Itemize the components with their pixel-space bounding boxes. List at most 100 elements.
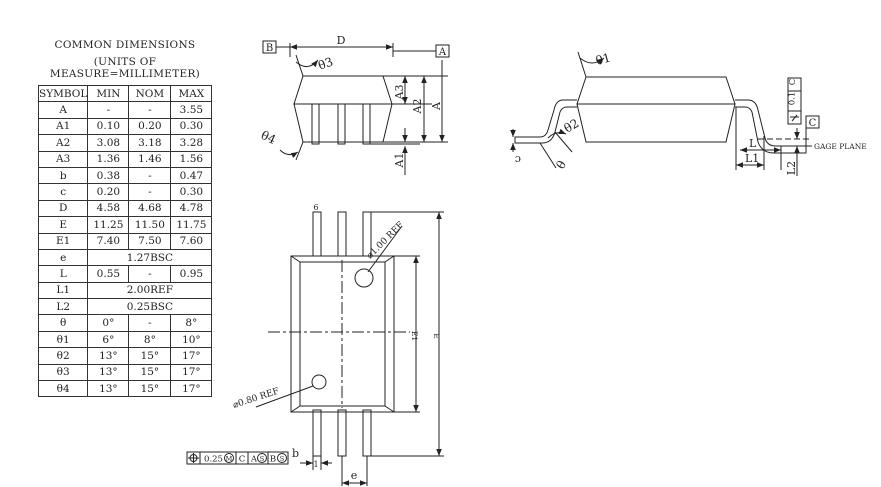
- datum-c-box: [805, 115, 820, 129]
- corner-bl: [290, 405, 301, 413]
- corner-br: [384, 405, 395, 413]
- rfs-circle-icon-1: [257, 453, 267, 463]
- top-lead-6: [312, 211, 322, 257]
- cell-min: 3.08: [87, 134, 130, 152]
- theta3-ref: [295, 54, 304, 77]
- hole-bottom: [311, 374, 327, 390]
- hole-bottom-leader: [255, 385, 314, 408]
- cell-min: 4.58: [87, 199, 130, 218]
- dimensions-title: COMMON DIMENSIONS: [54, 39, 196, 51]
- rfs-circle-icon-2: [277, 453, 287, 463]
- pin-6-label: 6: [313, 203, 318, 212]
- flatness-symbol-icon: [790, 114, 799, 122]
- header-nom: NOM: [128, 84, 172, 103]
- front-view: B D A θ3 θ4 A3 A2 A: [259, 34, 450, 175]
- hole-top-leader: [367, 225, 403, 273]
- header-max: MAX: [170, 84, 213, 103]
- dim-l2-label: L2: [785, 161, 798, 175]
- side-view: θ1 θ2 θ c L L1 L2 GAGE PLANE C C: [510, 51, 867, 176]
- fcf-m: M: [226, 455, 233, 463]
- dim-b-label: b: [292, 447, 299, 460]
- theta1-label: θ1: [594, 51, 612, 68]
- right-lead: [735, 99, 807, 154]
- cell-min: 0.10: [87, 117, 130, 136]
- dim-a1-label: A1: [393, 153, 406, 169]
- hole-top: [354, 268, 374, 288]
- dim-a3-label: A3: [393, 85, 406, 101]
- datum-a-box: [435, 44, 450, 58]
- cell-symbol: θ4: [37, 380, 89, 398]
- lead-3: [362, 103, 371, 145]
- lead-1: [311, 103, 320, 145]
- theta3-label: θ3: [316, 55, 335, 73]
- dim-a-label: A: [430, 101, 443, 111]
- cell-nom: 0.20: [128, 117, 172, 136]
- dim-l-label: L: [749, 137, 757, 150]
- fcf-datum-a: A: [250, 455, 258, 465]
- cell-max: 17°: [170, 363, 213, 382]
- side-body-upper: [576, 76, 736, 105]
- cell-nom: 4.68: [128, 199, 172, 218]
- fcf-s2: S: [280, 455, 284, 463]
- cell-max: 17°: [170, 347, 213, 365]
- theta1-ref: [577, 51, 587, 78]
- cell-max: 7.60: [170, 232, 213, 250]
- top-lead-5: [337, 211, 347, 257]
- cell-symbol: A2: [37, 134, 89, 152]
- cell-max: 0.95: [170, 265, 213, 283]
- theta3-arc: [295, 59, 319, 68]
- cell-symbol: θ2: [37, 347, 89, 365]
- flatness-tol: 0.1: [788, 92, 798, 106]
- fcf-datum-b: B: [270, 455, 276, 465]
- corner-tl: [290, 255, 301, 263]
- cell-symbol: c: [37, 183, 89, 201]
- cell-nom: 15°: [128, 380, 172, 398]
- theta-label: θ: [553, 158, 569, 171]
- body-upper: [293, 75, 393, 105]
- cell-nom: 3.18: [128, 134, 172, 152]
- dim-d-label: D: [337, 34, 346, 47]
- cell-span: 0.25BSC: [87, 298, 213, 316]
- theta2-ref: [554, 131, 573, 153]
- cell-symbol: L2: [37, 298, 89, 316]
- table-header-row: SYMBOL MIN NOM MAX: [37, 84, 213, 103]
- mmc-circle-icon: [224, 453, 234, 463]
- dim-l1-label: L1: [745, 152, 759, 165]
- lead-2: [337, 103, 346, 145]
- dim-e-pitch-label: e: [351, 469, 358, 482]
- top-lead-3: [362, 409, 372, 457]
- header-symbol: SYMBOL: [37, 84, 89, 103]
- left-lead: [514, 99, 577, 144]
- top-view: 6 1 ⌀1.00 REF ⌀0.80 REF E1 E: [186, 203, 444, 486]
- theta4-ref: [295, 141, 304, 161]
- top-lead-2: [337, 409, 347, 457]
- theta-ref: [539, 142, 557, 169]
- flatness-frame: [787, 77, 802, 125]
- cell-max: 4.78: [170, 199, 213, 218]
- top-lead-1: [312, 409, 322, 457]
- cell-min: 7.40: [87, 232, 130, 250]
- theta2-arc: [547, 128, 567, 139]
- dim-e-label: E: [432, 333, 441, 338]
- top-body-outer: [290, 255, 395, 413]
- theta4-label: θ4: [259, 128, 279, 147]
- gage-plane-label: GAGE PLANE: [814, 142, 867, 151]
- cell-max: 3.55: [170, 101, 213, 119]
- datum-c-label: C: [809, 118, 817, 129]
- corner-tr: [384, 255, 395, 263]
- cell-max: 17°: [170, 380, 213, 398]
- cell-symbol: D: [37, 199, 89, 218]
- fcf-datum-c: C: [239, 455, 246, 465]
- side-body-lower: [576, 103, 736, 143]
- theta1-arc: [579, 57, 605, 65]
